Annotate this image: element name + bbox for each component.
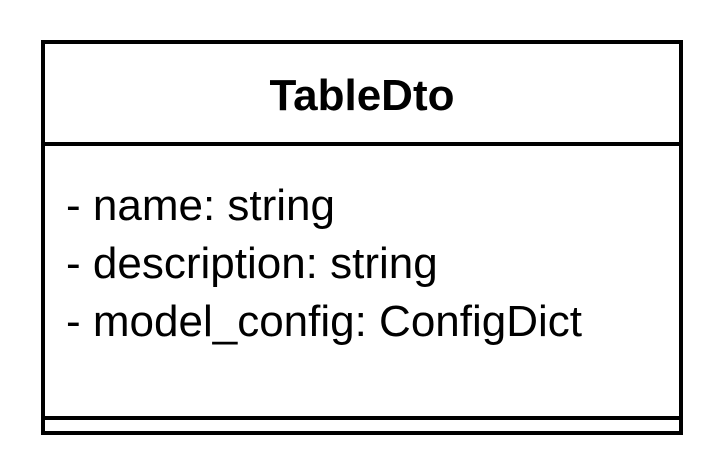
methods-compartment: [45, 420, 679, 431]
uml-class-box: TableDto - name: string - description: s…: [41, 40, 683, 435]
class-name: TableDto: [269, 71, 455, 120]
attribute-model-config: - model_config: ConfigDict: [66, 297, 583, 346]
attributes-compartment: - name: string - description: string - m…: [45, 146, 679, 420]
class-name-compartment: TableDto: [45, 44, 679, 146]
attribute-name: - name: string: [66, 181, 335, 230]
attribute-description: - description: string: [66, 239, 438, 288]
